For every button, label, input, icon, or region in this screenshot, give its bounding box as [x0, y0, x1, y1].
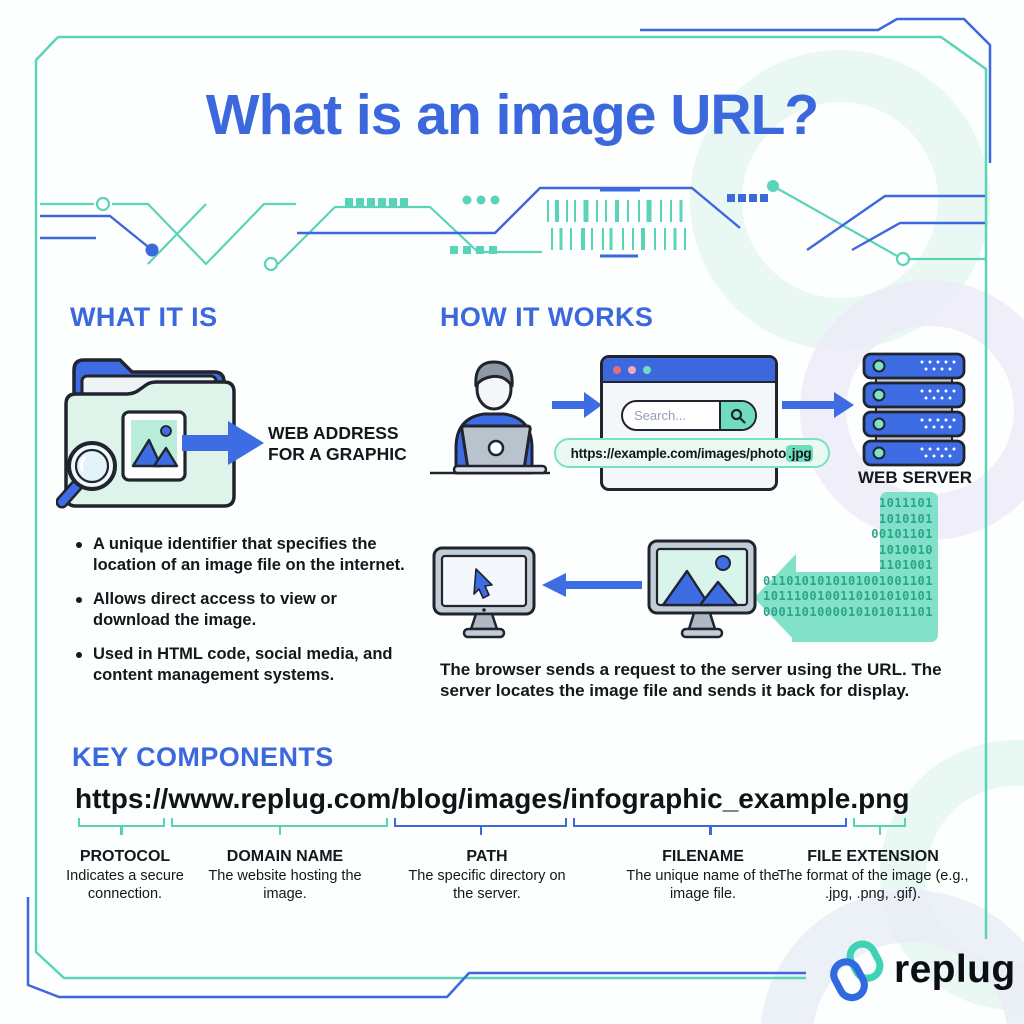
browser-titlebar [603, 358, 775, 383]
url-extension-highlight: .jpg [786, 444, 814, 462]
brand-name: replug [894, 948, 1016, 991]
component-desc: The website hosting the image. [208, 868, 362, 902]
bracket-stem-icon [120, 826, 123, 835]
monitor-cursor-icon [432, 546, 536, 639]
section-heading-key-components: KEY COMPONENTS [72, 742, 334, 772]
binary-row: 1101001 [878, 558, 933, 572]
bracket-stem-icon [278, 826, 282, 835]
url-part-text: www.replug.com [168, 783, 392, 814]
url-part-filename: infographic_example [570, 783, 851, 835]
bracket-stem-icon [479, 826, 483, 835]
bullet-dot-icon [76, 542, 82, 548]
arrow-right-icon [552, 392, 602, 418]
search-icon [730, 408, 746, 424]
url-part-path: /blog/images/ [391, 783, 571, 835]
bracket-stem-icon [878, 826, 882, 835]
component-desc: The unique name of the image file. [626, 868, 780, 902]
component-title: FILE EXTENSION [807, 848, 939, 865]
search-placeholder: Search... [634, 408, 687, 423]
url-example-text: https://example.com/images/photo [570, 445, 787, 461]
bracket-icon [78, 817, 166, 827]
arrow-right-icon [782, 392, 854, 418]
bracket-stem-icon [709, 826, 712, 835]
web-server-icon [862, 352, 966, 467]
component-label-extension: FILE EXTENSION The format of the image (… [777, 848, 969, 903]
bullet-text: A unique identifier that specifies the l… [93, 535, 405, 574]
monitor-image-icon [647, 539, 757, 639]
section-heading-what-it-is: WHAT IT IS [70, 302, 218, 332]
component-title: PROTOCOL [79, 848, 171, 865]
binary-row: 1011100100110101010101 [763, 589, 933, 603]
callout-text: WEB ADDRESS FOR A GRAPHIC [268, 423, 407, 465]
binary-row: 0110101010101001001101 [763, 573, 933, 588]
callout-line1: WEB ADDRESS [268, 423, 399, 443]
bracket-icon [171, 817, 389, 827]
component-desc: Indicates a secure connection. [66, 868, 184, 902]
url-part-text: https:// [75, 783, 169, 814]
url-breakdown: https:// www.replug.com /blog/images/ in… [75, 783, 910, 835]
bullet-text: Used in HTML code, social media, and con… [93, 644, 393, 684]
binary-data-text: 1011101 1010101 00101101 1010010 1101001… [746, 496, 942, 620]
arrow-left-icon [542, 573, 642, 597]
component-label-filename: FILENAME The unique name of the image fi… [614, 848, 792, 903]
bullet-dot-icon [76, 651, 82, 658]
bullet-dot-icon [76, 596, 82, 603]
url-part-extension: .png [850, 783, 910, 835]
component-title: PATH [466, 848, 508, 865]
callout-line2: FOR A GRAPHIC [268, 444, 407, 464]
arrow-right-icon [182, 421, 264, 465]
url-part-text: .png [850, 783, 910, 814]
binary-row: 1011101 [878, 496, 933, 510]
url-part-text: infographic_example [570, 783, 851, 814]
what-it-is-bullets: A unique identifier that specifies the l… [76, 534, 406, 699]
component-label-path: PATH The specific directory on the serve… [398, 848, 576, 903]
window-dot-icon [643, 365, 651, 374]
component-desc: The format of the image (e.g., .jpg, .pn… [777, 868, 969, 902]
binary-row: 0001101000010101011101 [763, 604, 933, 619]
data-flow-arrow-icon [754, 492, 938, 642]
web-server-label: WEB SERVER [858, 468, 972, 487]
bullet-text: Allows direct access to view or download… [93, 589, 337, 629]
how-it-works-caption: The browser sends a request to the serve… [440, 660, 942, 701]
brand-logo: replug [826, 938, 1016, 1002]
section-heading-how-it-works: HOW IT WORKS [440, 302, 654, 332]
binary-row: 1010101 [878, 511, 933, 526]
url-part-protocol: https:// [75, 783, 169, 835]
component-title: DOMAIN NAME [226, 848, 344, 865]
bullet-item: Allows direct access to view or download… [76, 589, 406, 631]
component-label-domain: DOMAIN NAME The website hosting the imag… [196, 848, 374, 903]
bullet-item: A unique identifier that specifies the l… [76, 534, 406, 576]
binary-row: 1010010 [878, 542, 933, 557]
url-part-text: /blog/images/ [391, 783, 571, 814]
bullet-item: Used in HTML code, social media, and con… [76, 644, 406, 686]
component-title: FILENAME [662, 848, 744, 865]
window-dot-icon [628, 365, 636, 374]
url-example-pill: https://example.com/images/photo.jpg [554, 438, 830, 468]
binary-row: 00101101 [871, 527, 933, 541]
bracket-icon [394, 817, 568, 827]
replug-logo-icon [830, 940, 884, 1002]
circuit-decoration-icon [40, 180, 985, 272]
bracket-icon [853, 817, 907, 827]
component-label-protocol: PROTOCOL Indicates a secure connection. [36, 848, 214, 903]
user-at-laptop-icon [430, 360, 550, 475]
folder-image-icon [56, 358, 236, 509]
url-part-domain: www.replug.com [168, 783, 392, 835]
search-button [719, 402, 755, 429]
page-title: What is an image URL? [205, 83, 819, 147]
window-dot-icon [613, 365, 621, 374]
component-desc: The specific directory on the server. [408, 868, 566, 902]
search-bar: Search... [621, 400, 757, 431]
bracket-icon [573, 817, 848, 827]
browser-window: Search... [600, 355, 778, 491]
